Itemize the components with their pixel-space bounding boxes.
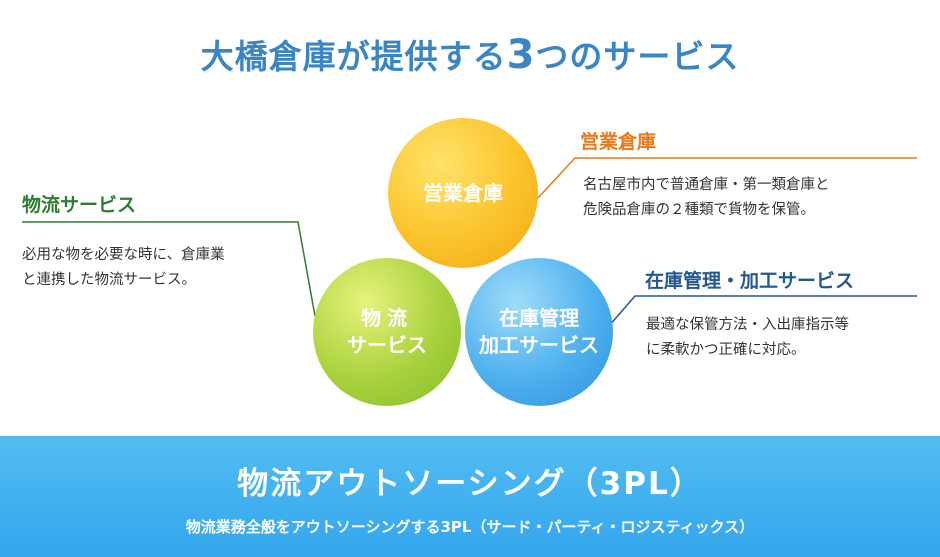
warehouse-desc-line-1: 名古屋市内で普通倉庫・第一類倉庫と [583,177,830,193]
logistics-desc-line-2: と連携した物流サービス。 [22,272,196,288]
logistics-circle-label-2: サービス [347,333,427,357]
logistics-connector [22,221,316,317]
processing-circle-label-1: 在庫管理 [499,306,579,330]
warehouse-description: 名古屋市内で普通倉庫・第一類倉庫と 危険品倉庫の２種類で貨物を保管。 [583,173,923,223]
logistics-circle-label-1: 物流 [361,306,413,330]
warehouse-circle: 営業倉庫 [388,118,538,268]
warehouse-desc-line-2: 危険品倉庫の２種類で貨物を保管。 [583,202,815,218]
logistics-desc-line-1: 必用な物を必要な時に、倉庫業 [22,247,225,263]
logistics-heading: 物流サービス [22,194,137,216]
banner-subtitle: 物流業務全般をアウトソーシングする3PL（サード・パーティ・ロジスティックス） [185,518,755,536]
title-prefix: 大橋倉庫が提供する [200,37,507,76]
title-suffix: つのサービス [535,37,740,76]
processing-circle-label-2: 加工サービス [479,333,599,357]
warehouse-connector [535,157,917,201]
processing-desc-line-1: 最適な保管方法・入出庫指示等 [646,317,849,333]
processing-circle: 在庫管理 加工サービス [465,258,613,406]
processing-heading: 在庫管理・加工サービス [645,270,855,292]
page-title: 大橋倉庫が提供する3つのサービス [0,30,940,78]
warehouse-circle-label: 営業倉庫 [423,180,503,205]
warehouse-heading: 営業倉庫 [580,131,657,153]
outsourcing-banner: 物流アウトソーシング（3PL） 物流業務全般をアウトソーシングする3PL（サード… [0,436,940,557]
title-number: 3 [506,32,536,78]
logistics-circle: 物流 サービス [313,258,461,406]
processing-connector [601,295,917,335]
processing-description: 最適な保管方法・入出庫指示等 に柔軟かつ正確に対応。 [646,313,926,363]
processing-desc-line-2: に柔軟かつ正確に対応。 [646,342,806,358]
logistics-description: 必用な物を必要な時に、倉庫業 と連携した物流サービス。 [22,243,292,293]
banner-title: 物流アウトソーシング（3PL） [237,466,703,502]
